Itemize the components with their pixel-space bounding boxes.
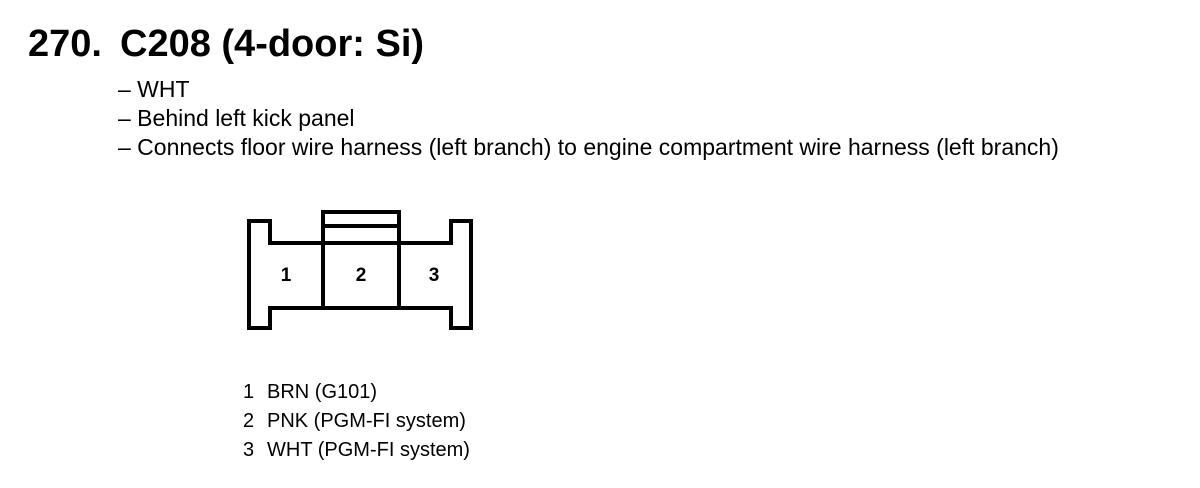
page-title: 270. C208 (4-door: Si)	[28, 20, 424, 68]
connector-title: C208 (4-door: Si)	[120, 23, 425, 65]
detail-location: – Behind left kick panel	[118, 105, 355, 131]
section-number: 270.	[28, 23, 102, 65]
pin-3-label: 3	[429, 265, 440, 286]
pin-1-label: 1	[281, 265, 292, 286]
connector-face-diagram: 1 2 3	[247, 210, 473, 330]
connector-details: – WHT – Behind left kick panel – Connect…	[118, 75, 1059, 162]
pin-2-label: 2	[356, 265, 367, 286]
detail-color: – WHT	[118, 76, 190, 102]
detail-connection: – Connects floor wire harness (left bran…	[118, 134, 1059, 160]
connector-housing	[247, 219, 473, 330]
